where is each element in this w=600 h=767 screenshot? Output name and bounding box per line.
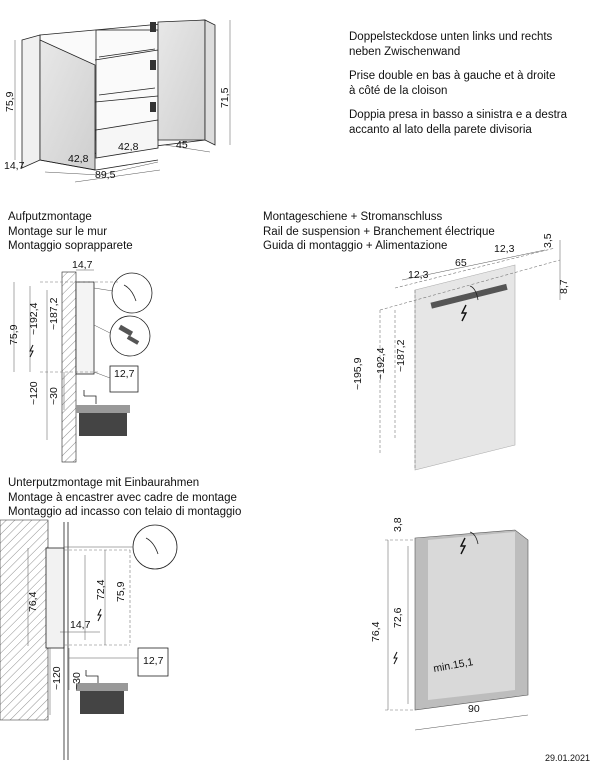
section-rail-de: Montageschiene + Stromanschluss bbox=[263, 211, 443, 223]
recessed-power-icon bbox=[97, 608, 102, 622]
frame-drawing: 3,8 76,4 72,6 min.15,1 90 bbox=[370, 517, 529, 731]
socket-note-de-2: neben Zwischenwand bbox=[349, 45, 461, 58]
cable-icon bbox=[123, 284, 137, 302]
rail-offset-top-label: 3,5 bbox=[542, 233, 554, 248]
frame-power-icon bbox=[459, 537, 467, 555]
cabinet-inner-height-label: 71,5 bbox=[219, 87, 231, 108]
socket-note-it-1: Doppia presa in basso a sinistra e a des… bbox=[349, 109, 567, 121]
rail-cable-icon bbox=[469, 285, 479, 301]
surface-bottom-120-label: ~120 bbox=[28, 381, 40, 405]
recessed-profile-box bbox=[137, 647, 169, 677]
cabinet-isometric-drawing: 75,9 71,5 14,7 42,8 42,8 89,5 45 bbox=[4, 19, 231, 183]
mounting-rail bbox=[430, 283, 508, 309]
socket-note-fr-1: Prise double en bas à gauche et à droite bbox=[349, 70, 556, 82]
cable-detail-callout bbox=[111, 272, 153, 314]
section-rail-fr: Rail de suspension + Branchement électri… bbox=[263, 225, 495, 238]
screw-detail-callout bbox=[109, 315, 151, 357]
surface-detail-label: 12,7 bbox=[114, 368, 135, 380]
section-recessed-heading: Unterputzmontage mit Einbaurahmen Montag… bbox=[8, 476, 241, 520]
section-surface-de: Aufputzmontage bbox=[8, 211, 92, 223]
frame-side-power-icon bbox=[393, 651, 398, 665]
surface-mount-drawing: 14,7 75,9 ~192,4 ~187,2 ~120 ~30 12,7 bbox=[8, 259, 153, 463]
surface-height-label: 75,9 bbox=[8, 324, 20, 345]
frame-top-label: 3,8 bbox=[392, 517, 404, 532]
profile-detail-box bbox=[109, 365, 139, 393]
section-surface-it: Montaggio soprapparete bbox=[8, 240, 133, 252]
rail-h3-label: ~187,2 bbox=[395, 339, 407, 372]
power-icon bbox=[29, 344, 34, 358]
section-recessed-de: Unterputzmontage mit Einbaurahmen bbox=[8, 477, 200, 489]
recessed-height-label: 76,4 bbox=[27, 591, 39, 612]
recessed-cabinet-label: 75,9 bbox=[115, 581, 127, 602]
socket-note-de-1: Doppelsteckdose unten links und rechts bbox=[349, 31, 553, 43]
cabinet-height-label: 75,9 bbox=[4, 91, 16, 112]
surface-depth-label: 14,7 bbox=[72, 259, 93, 271]
socket-note-it-2: accanto al lato della parete divisoria bbox=[349, 123, 532, 136]
recessed-cable-icon bbox=[145, 537, 159, 555]
recessed-depth-label: 14,7 bbox=[70, 619, 91, 631]
socket-note-fr-2: à côté de la cloison bbox=[349, 84, 448, 97]
recessed-mount-drawing: 76,4 72,4 75,9 14,7 ~120 ~30 12,7 bbox=[0, 519, 178, 760]
surface-top-label: ~187,2 bbox=[48, 297, 60, 330]
section-recessed-it: Montaggio ad incasso con telaio di monta… bbox=[8, 506, 242, 518]
surface-bottom-30-label: ~30 bbox=[48, 387, 60, 405]
section-surface-heading: Aufputzmontage Montage sur le mur Montag… bbox=[8, 210, 133, 254]
section-recessed-fr: Montage à encastrer avec cadre de montag… bbox=[8, 491, 237, 504]
recessed-inner-label: 72,4 bbox=[95, 579, 107, 600]
cabinet-door-angle-label: 45 bbox=[176, 139, 188, 151]
rail-mount-drawing: 12,3 65 12,3 3,5 8,7 ~195,9 ~192,4 ~187,… bbox=[352, 233, 570, 471]
surface-power-label: ~192,4 bbox=[28, 302, 40, 335]
rail-left-label: 12,3 bbox=[408, 269, 429, 281]
rail-h2-label: ~192,4 bbox=[375, 347, 387, 380]
document-date: 29.01.2021 bbox=[544, 753, 590, 763]
recessed-bottom-30-label: ~30 bbox=[71, 672, 83, 690]
recessed-bottom-120-label: ~120 bbox=[51, 666, 63, 690]
frame-height-label: 76,4 bbox=[370, 621, 382, 642]
recessed-detail-label: 12,7 bbox=[143, 655, 164, 667]
cabinet-door-left-label: 42,8 bbox=[68, 153, 89, 165]
cabinet-width-label: 89,5 bbox=[95, 169, 116, 181]
section-surface-fr: Montage sur le mur bbox=[8, 225, 108, 238]
rail-span-label: 65 bbox=[455, 257, 467, 269]
rail-power-icon bbox=[460, 304, 468, 322]
socket-note: Doppelsteckdose unten links und rechts n… bbox=[349, 30, 567, 137]
frame-cable-icon bbox=[469, 531, 479, 545]
frame-width-label: 90 bbox=[468, 703, 480, 715]
section-rail-it: Guida di montaggio + Alimentazione bbox=[263, 240, 448, 252]
section-rail-heading: Montageschiene + Stromanschluss Rail de … bbox=[263, 210, 495, 254]
cabinet-door-right-label: 42,8 bbox=[118, 141, 139, 153]
rail-offset-label: 8,7 bbox=[558, 279, 570, 294]
frame-inner-label: 72,6 bbox=[392, 607, 404, 628]
cabinet-depth-label: 14,7 bbox=[4, 160, 25, 172]
rail-right-label: 12,3 bbox=[494, 243, 515, 255]
rail-h1-label: ~195,9 bbox=[352, 357, 364, 390]
